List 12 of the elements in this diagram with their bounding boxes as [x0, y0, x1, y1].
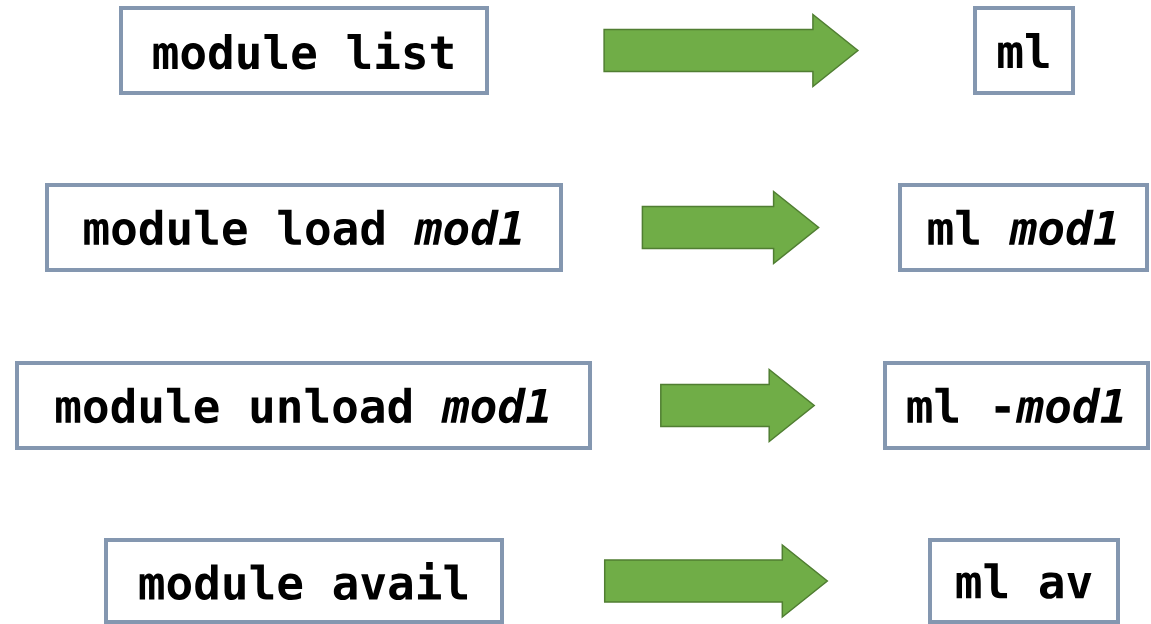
command-box: ml av	[928, 538, 1120, 624]
block-arrow	[660, 367, 816, 444]
command-box: ml -mod1	[883, 361, 1150, 450]
block-arrow	[641, 189, 820, 266]
command-box: module unload mod1	[15, 361, 592, 450]
command-box: module load mod1	[45, 183, 563, 272]
command-box: module avail	[104, 538, 504, 624]
command-box: ml	[973, 6, 1075, 95]
command-box: module list	[119, 6, 489, 95]
block-arrow	[603, 12, 860, 89]
block-arrow	[603, 543, 829, 619]
command-box: ml mod1	[898, 183, 1149, 272]
